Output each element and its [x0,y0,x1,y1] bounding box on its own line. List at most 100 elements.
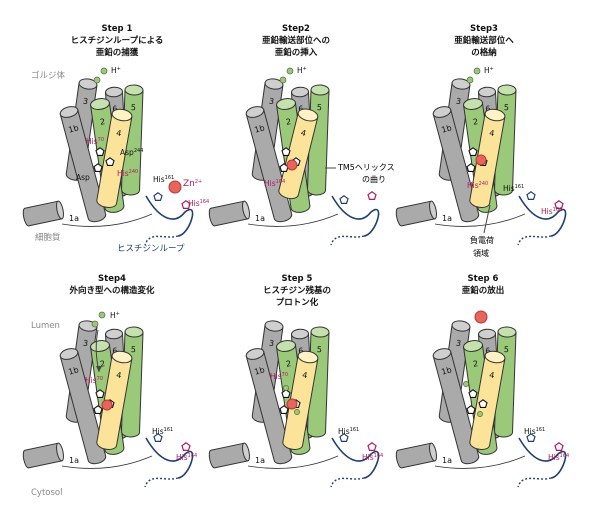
panel-1-title-line-1: Step 1 [102,24,133,34]
zinc-ion [475,154,487,166]
panel-2-annotations: H+ His164 TM5ヘリックス の曲り [264,66,395,188]
proton-dot [466,76,474,84]
helix-number: 1b [67,123,79,134]
helix-number: 4 [488,371,495,381]
helix-top [451,320,471,332]
proton-dot [283,385,289,391]
helix-connector [61,213,153,227]
panel-6-title-line-1: Step 6 [468,274,499,284]
zinc-ion [286,159,298,171]
his164-label: His164 [188,199,209,208]
helix-top [484,108,506,122]
helix-top [59,106,79,118]
panel-4-title-line-2: 外向き型への構造変化 [68,285,155,296]
cytosol-label: Cytosol [31,488,63,498]
helix-number: 3 [455,339,461,349]
helix-top [90,340,110,352]
his164-label: His164 [362,453,383,462]
helix-top [276,340,296,352]
his-loop-dashed [517,477,552,488]
helix-connector [61,455,153,469]
helix-top [451,78,471,90]
tm5-label: TM5ヘリックス [337,163,395,172]
histidine-icon [181,200,191,209]
helix-connector [247,455,339,469]
helix-number: 1b [253,123,265,134]
histidine-icon [554,200,564,209]
panel-3-annotations: H+ His240 His161 His164 負電荷 領域 [466,66,562,258]
helix-number: 2 [472,359,478,369]
histidine-icon [153,192,163,201]
his161-label: His161 [503,184,524,193]
panel-3-title-line-1: Step3 [470,24,498,34]
panel-5-title-line-3: プロトン化 [276,297,319,308]
his-loop-dashed [517,235,552,246]
helix-top [463,98,483,110]
residue-icon [468,389,478,398]
panel-1-title-line-2: ヒスチジンループによる [71,35,164,46]
helix-number: 4 [300,128,307,138]
helix-top [432,106,452,118]
his-loop-label: ヒスチジンループ [117,244,185,254]
panel-1-annotations: H+ His70 Asp244 Asp His240 His161 His164… [76,66,209,208]
helix-top [297,350,319,364]
zinc-ion [286,398,298,410]
residue-icon [478,399,488,408]
helix-top [264,78,284,90]
his-loop [518,195,567,237]
helix-1a [22,442,64,469]
helix-body [22,442,63,469]
helix-number: 6 [298,346,304,355]
helix-number: 3 [455,97,461,107]
residue-icon [95,389,105,398]
histidine-icon [367,191,377,200]
residue-icon [281,389,291,398]
panel-3-title-line-2: 亜鉛輸送部位へ [454,35,514,46]
residue-icon [93,405,103,414]
proton-dot [477,411,483,417]
helix-top [432,348,452,360]
helix-connector [434,455,526,469]
helix-number: 5 [504,103,509,112]
helix-number: 6 [112,346,118,355]
helix-top [59,348,79,360]
helix-top [478,328,496,340]
histidine-icon [339,433,349,442]
helix-number: 6 [485,104,491,113]
helix-1b: 1b [59,106,107,223]
helix-top [478,86,496,98]
residue-icon [466,405,476,414]
helix-number: 6 [485,346,491,355]
cytoplasm-label: 細胞質 [35,232,61,243]
panel-1-title: Step 1 ヒスチジンループによる 亜鉛の捕獲 [71,24,164,58]
helix-body [208,442,249,469]
helix-top [124,84,144,96]
helix-top [56,442,64,462]
proton-label: H+ [297,66,307,75]
neg-region-pointer [483,204,491,234]
his-loop [145,195,194,237]
his161-label: His161 [338,427,359,436]
helix-body [395,442,436,469]
his-loop-dashed [144,477,179,488]
helix-number: 2 [285,117,291,127]
helix-number: 5 [504,345,509,354]
residue-icon [281,147,291,156]
helix-number: 4 [115,129,122,139]
helix-number: 2 [285,359,291,369]
helix-body [208,200,249,227]
helix-1b: 1b [432,348,480,465]
histidine-icon [526,433,536,442]
helix-top [264,320,284,332]
his-loop-dashed [330,477,365,488]
helix-top [276,98,296,110]
helix-top [497,84,517,96]
proton-dot [98,311,106,319]
helix-top [310,84,330,96]
helix-top [111,350,133,364]
his-loop [331,437,380,479]
helix-number: 3 [268,339,274,349]
helix-1a [208,200,250,227]
